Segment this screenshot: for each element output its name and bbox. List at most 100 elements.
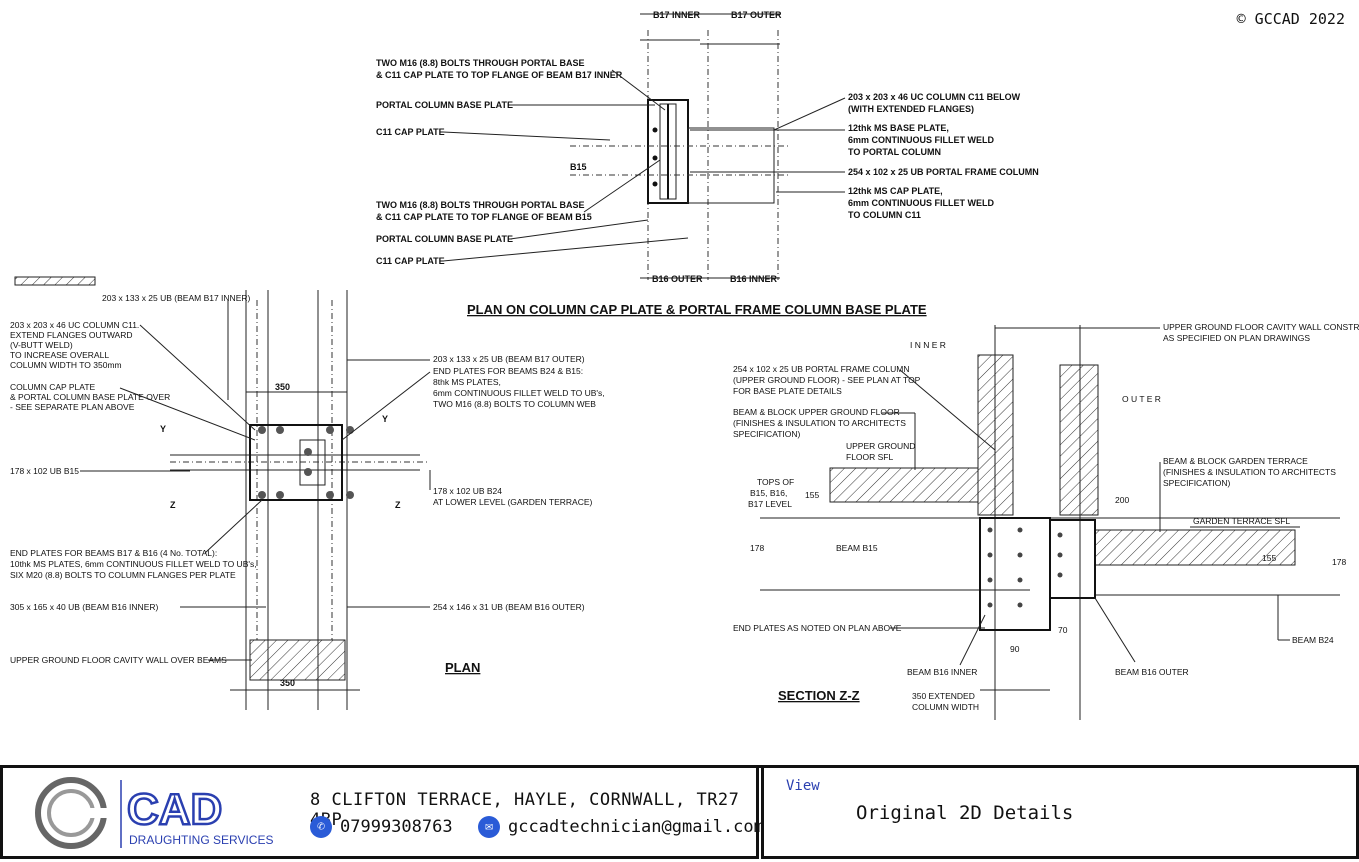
dim-b16-outer: B16 OUTER: [652, 274, 703, 284]
sec-z-right: Z: [395, 500, 401, 510]
top-rnote-2: (WITH EXTENDED FLANGES): [848, 104, 974, 114]
top-note-4: C11 CAP PLATE: [376, 127, 445, 137]
view-value: Original 2D Details: [856, 802, 1074, 824]
sec-note-6: BEAM & BLOCK UPPER GROUND FLOOR: [733, 407, 900, 417]
copyright: © GCCAD 2022: [1236, 10, 1345, 28]
sec-note-2: AS SPECIFIED ON PLAN DRAWINGS: [1163, 333, 1310, 343]
sec-dim-3: 178: [750, 543, 764, 553]
top-rnote-8: 6mm CONTINUOUS FILLET WELD: [848, 198, 995, 208]
top-note-2: & C11 CAP PLATE TO TOP FLANGE OF BEAM B1…: [376, 70, 623, 80]
phone-contact: ✆ 07999308763: [310, 816, 453, 838]
top-note-6: & C11 CAP PLATE TO TOP FLANGE OF BEAM B1…: [376, 212, 592, 222]
sec-note-12: B15, B16,: [750, 488, 787, 498]
plan-rnote-1: 203 x 133 x 25 UB (BEAM B17 OUTER): [433, 354, 585, 364]
sec-inner: I N N E R: [910, 340, 946, 350]
plan-note-5: COLUMN WIDTH TO 350mm: [10, 360, 122, 370]
email-icon: ✉: [478, 816, 500, 838]
sec-note-10: FLOOR SFL: [846, 452, 894, 462]
top-rnote-9: TO COLUMN C11: [848, 210, 921, 220]
section-z-z: I N N E R O U T E R UPPER GROUND FLOOR C…: [733, 322, 1359, 720]
plan-rnote-3: 8thk MS PLATES,: [433, 377, 501, 387]
top-note-1: TWO M16 (8.8) BOLTS THROUGH PORTAL BASE: [376, 58, 585, 68]
plan-note-12: SIX M20 (8.8) BOLTS TO COLUMN FLANGES PE…: [10, 570, 236, 580]
email-address: gccadtechnician@gmail.com: [508, 817, 764, 837]
dim-b17-inner: B17 INNER: [653, 10, 701, 20]
logo-text: CAD: [127, 785, 222, 834]
sec-dim-4: 155: [1262, 553, 1276, 563]
top-rnote-7: 12thk MS CAP PLATE,: [848, 186, 943, 196]
top-rnote-4: 6mm CONTINUOUS FILLET WELD: [848, 135, 995, 145]
sec-note-22: BEAM B16 OUTER: [1115, 667, 1189, 677]
sec-y-left: Y: [160, 424, 166, 434]
sec-note-11: TOPS OF: [757, 477, 794, 487]
sec-note-5: FOR BASE PLATE DETAILS: [733, 386, 842, 396]
plan-rnote-5: TWO M16 (8.8) BOLTS TO COLUMN WEB: [433, 399, 596, 409]
view-panel: View Original 2D Details: [761, 768, 1359, 859]
top-rnote-6: 254 x 102 x 25 UB PORTAL FRAME COLUMN: [848, 167, 1039, 177]
company-logo: CAD DRAUGHTING SERVICES: [35, 777, 273, 849]
sec-note-21: BEAM B16 INNER: [907, 667, 977, 677]
sec-note-17: GARDEN TERRACE SFL: [1193, 516, 1290, 526]
sec-outer: O U T E R: [1122, 394, 1161, 404]
sec-dim-5: 178: [1332, 557, 1346, 567]
plan-note-14: UPPER GROUND FLOOR CAVITY WALL OVER BEAM…: [10, 655, 227, 665]
plan-note-8: - SEE SEPARATE PLAN ABOVE: [10, 402, 135, 412]
plan-top-title: PLAN ON COLUMN CAP PLATE & PORTAL FRAME …: [467, 302, 927, 317]
plan-note-top: 203 x 133 x 25 UB (BEAM B17 INNER): [102, 293, 251, 303]
plan-title: PLAN: [445, 660, 480, 675]
top-note-5: TWO M16 (8.8) BOLTS THROUGH PORTAL BASE: [376, 200, 585, 210]
plan-note-11: 10thk MS PLATES, 6mm CONTINUOUS FILLET W…: [10, 559, 257, 569]
top-note-8: C11 CAP PLATE: [376, 256, 445, 266]
plan-rnote-4: 6mm CONTINUOUS FILLET WELD TO UB's,: [433, 388, 605, 398]
plan-note-10: END PLATES FOR BEAMS B17 & B16 (4 No. TO…: [10, 548, 217, 558]
top-note-7: PORTAL COLUMN BASE PLATE: [376, 234, 513, 244]
plan-note-2: EXTEND FLANGES OUTWARD: [10, 330, 132, 340]
plan-note-1: 203 x 203 x 46 UC COLUMN C11.: [10, 320, 139, 330]
sec-dim-7: 90: [1010, 644, 1020, 654]
sec-note-13: B17 LEVEL: [748, 499, 792, 509]
plan-rnote-8: 254 x 146 x 31 UB (BEAM B16 OUTER): [433, 602, 585, 612]
top-rnote-3: 12thk MS BASE PLATE,: [848, 123, 949, 133]
sec-note-18: BEAM B15: [836, 543, 878, 553]
plan-note-6: COLUMN CAP PLATE: [10, 382, 96, 392]
cap-plate-plan: B17 INNER B17 OUTER B15 B16 OUTER B16 IN…: [376, 10, 1039, 317]
sec-dim-6: 70: [1058, 625, 1068, 635]
sec-z-left: Z: [170, 500, 176, 510]
sec-note-9: UPPER GROUND: [846, 441, 915, 451]
plan-dim-350-bottom: 350: [280, 678, 295, 688]
sec-note-16: SPECIFICATION): [1163, 478, 1231, 488]
sec-note-8: SPECIFICATION): [733, 429, 801, 439]
top-note-3: PORTAL COLUMN BASE PLATE: [376, 100, 513, 110]
sec-note-14: BEAM & BLOCK GARDEN TERRACE: [1163, 456, 1308, 466]
phone-icon: ✆: [310, 816, 332, 838]
plan-note-9: 178 x 102 UB B15: [10, 466, 79, 476]
sec-dim-2: 200: [1115, 495, 1129, 505]
sec-note-15: (FINISHES & INSULATION TO ARCHITECTS: [1163, 467, 1336, 477]
plan-view: 350 350 Y Y Z Z 203 x 133 x 25 UB (BEAM …: [10, 276, 605, 710]
plan-note-4: TO INCREASE OVERALL: [10, 350, 109, 360]
plan-rnote-7: AT LOWER LEVEL (GARDEN TERRACE): [433, 497, 592, 507]
plan-rnote-2: END PLATES FOR BEAMS B24 & B15:: [433, 366, 583, 376]
sec-note-20: BEAM B24: [1292, 635, 1334, 645]
sec-y-right: Y: [382, 414, 388, 424]
sec-note-3: 254 x 102 x 25 UB PORTAL FRAME COLUMN: [733, 364, 910, 374]
plan-note-13: 305 x 165 x 40 UB (BEAM B16 INNER): [10, 602, 159, 612]
sec-note-24: COLUMN WIDTH: [912, 702, 979, 712]
phone-number: 07999308763: [340, 817, 453, 837]
top-rnote-5: TO PORTAL COLUMN: [848, 147, 941, 157]
sec-note-4: (UPPER GROUND FLOOR) - SEE PLAN AT TOP: [733, 375, 921, 385]
email-contact: ✉ gccadtechnician@gmail.com: [478, 816, 764, 838]
view-label: View: [786, 778, 820, 794]
dim-b15: B15: [570, 162, 587, 172]
company-panel: CAD DRAUGHTING SERVICES 8 CLIFTON TERRAC…: [0, 768, 764, 859]
sec-dim-1: 155: [805, 490, 819, 500]
technical-drawing: B17 INNER B17 OUTER B15 B16 OUTER B16 IN…: [10, 10, 1359, 720]
dim-b17-outer: B17 OUTER: [731, 10, 782, 20]
sec-note-23: 350 EXTENDED: [912, 691, 975, 701]
title-block: CAD DRAUGHTING SERVICES 8 CLIFTON TERRAC…: [0, 765, 1359, 862]
logo-subtext: DRAUGHTING SERVICES: [129, 833, 273, 847]
plan-note-3: (V-BUTT WELD): [10, 340, 73, 350]
plan-dim-350-top: 350: [275, 382, 290, 392]
sec-note-1: UPPER GROUND FLOOR CAVITY WALL CONSTRUCT…: [1163, 322, 1359, 332]
sec-note-19: END PLATES AS NOTED ON PLAN ABOVE: [733, 623, 902, 633]
